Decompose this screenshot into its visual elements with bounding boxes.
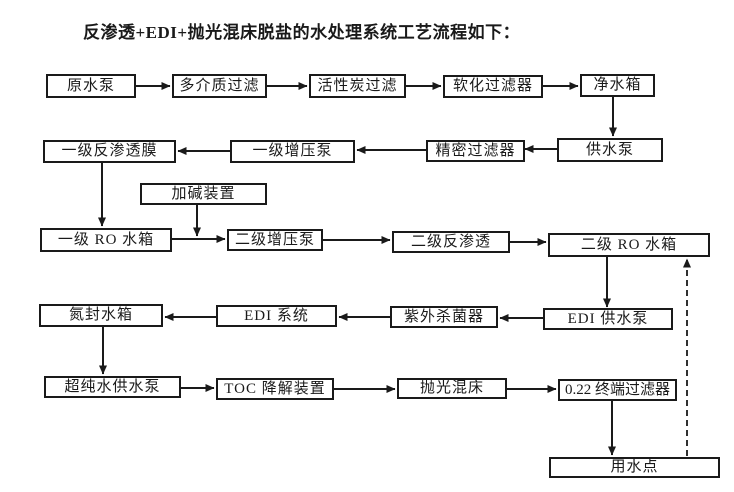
node-stage1-booster-pump: 一级增压泵: [230, 140, 355, 163]
node-water-supply-pump: 供水泵: [557, 138, 663, 162]
diagram-title: 反渗透+EDI+抛光混床脱盐的水处理系统工艺流程如下：: [83, 23, 521, 42]
node-stage1-ro-membrane: 一级反渗透膜: [43, 140, 176, 163]
node-alkali-dosing-device: 加碱装置: [140, 183, 267, 205]
node-uv-sterilizer: 紫外杀菌器: [390, 306, 498, 328]
node-nitrogen-sealed-tank: 氮封水箱: [39, 304, 163, 327]
node-raw-water-pump: 原水泵: [46, 74, 136, 98]
node-edi-supply-pump: EDI 供水泵: [543, 308, 673, 330]
node-clean-water-tank: 净水箱: [580, 74, 655, 97]
node-toc-reduction-device: TOC 降解装置: [216, 378, 334, 400]
node-water-use-point: 用水点: [549, 457, 720, 478]
node-stage2-ro-tank: 二级 RO 水箱: [548, 233, 710, 257]
node-softening-filter: 软化过滤器: [443, 75, 543, 98]
node-edi-system: EDI 系统: [216, 305, 337, 327]
node-polishing-mixed-bed: 抛光混床: [397, 378, 507, 399]
node-stage2-booster-pump: 二级增压泵: [227, 229, 323, 251]
node-stage1-ro-tank: 一级 RO 水箱: [40, 228, 172, 252]
node-stage2-ro: 二级反渗透: [392, 231, 510, 253]
node-terminal-filter: 0.22 终端过滤器: [558, 379, 677, 401]
node-multimedia-filter: 多介质过滤: [172, 74, 267, 98]
node-precision-filter: 精密过滤器: [426, 140, 525, 162]
node-ultrapure-supply-pump: 超纯水供水泵: [44, 376, 181, 398]
node-activated-carbon-filter: 活性炭过滤: [309, 74, 406, 98]
